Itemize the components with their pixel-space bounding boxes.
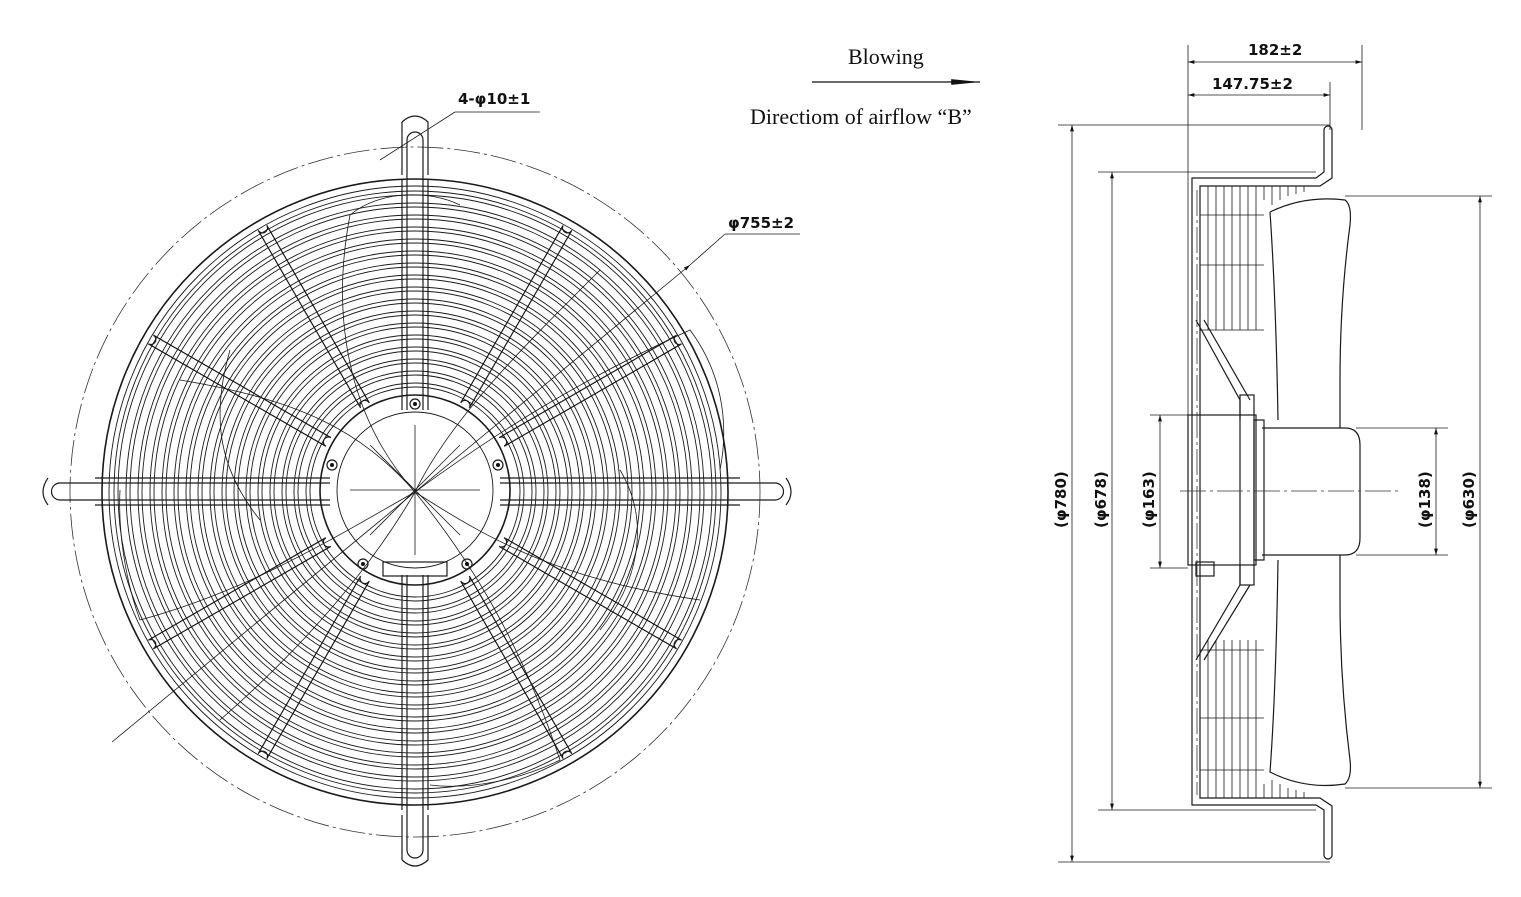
guard-ring (221, 298, 609, 686)
motor-body (1187, 394, 1361, 586)
guard-ring (257, 334, 573, 650)
hub-motor (336, 411, 494, 569)
guard-ring (129, 206, 701, 778)
hub-center-lines (350, 425, 480, 555)
dia-780-text: (φ780) (1052, 471, 1070, 528)
guard-ring (149, 226, 681, 758)
front-view: 4-φ10±1 φ755±2 (42, 90, 800, 867)
guard-ring (225, 302, 605, 682)
guard-cross-bars (42, 115, 792, 867)
guard-ring (189, 266, 641, 718)
guard-ring (261, 338, 569, 646)
guard-ring (125, 202, 705, 782)
guard-ring (113, 190, 717, 794)
guard-ring (309, 386, 521, 598)
guard-ring (177, 254, 653, 730)
dia-678-text: (φ678) (1092, 471, 1110, 528)
guard-ring (281, 358, 549, 626)
guard-ring (245, 322, 585, 662)
guard-ring (141, 218, 689, 766)
guard-ring (209, 286, 621, 698)
guard-ring (285, 362, 545, 622)
guard-outer-band (101, 178, 729, 806)
dia-138-text: (φ138) (1416, 471, 1434, 528)
outer-mounting-circle (69, 146, 761, 838)
guard-ring (269, 346, 561, 638)
guard-ring (161, 238, 669, 746)
guard-ring (305, 382, 525, 602)
guard-ring (237, 314, 593, 670)
side-view: 182±2 147.75±2 (1052, 41, 1492, 863)
guard-ring (201, 278, 629, 706)
guard-ring (173, 250, 657, 734)
mounting-flange (1191, 125, 1333, 860)
guard-ring (137, 214, 693, 770)
guard-ring (153, 230, 677, 754)
depth-guard-text: 147.75±2 (1212, 75, 1293, 93)
dia-630-text: (φ630) (1460, 471, 1478, 528)
guard-ring (185, 262, 645, 722)
guard-ring (273, 350, 557, 634)
hub-bolts (326, 398, 504, 577)
guard-ring (297, 374, 533, 610)
guard-rings (113, 190, 717, 794)
guard-ring (233, 310, 597, 674)
fan-blade-side (1269, 198, 1352, 787)
airflow-subtitle: Directiom of airflow “B” (750, 104, 972, 129)
dia-163-text: (φ163) (1140, 471, 1158, 528)
guard-ring (165, 242, 665, 742)
hub-outer (319, 394, 511, 586)
guard-ring (197, 274, 633, 710)
guard-ring (293, 370, 537, 614)
guard-wires-side (1195, 186, 1305, 798)
airflow-title: Blowing (848, 44, 924, 69)
guard-ring (249, 326, 581, 658)
hole-callout-text: 4-φ10±1 (458, 90, 530, 108)
guard-ring (213, 290, 617, 694)
outer-diameter-callout-text: φ755±2 (728, 214, 794, 232)
depth-total-text: 182±2 (1248, 41, 1302, 59)
airflow-legend: Blowing Directiom of airflow “B” (750, 44, 980, 129)
front-callouts (111, 111, 800, 743)
